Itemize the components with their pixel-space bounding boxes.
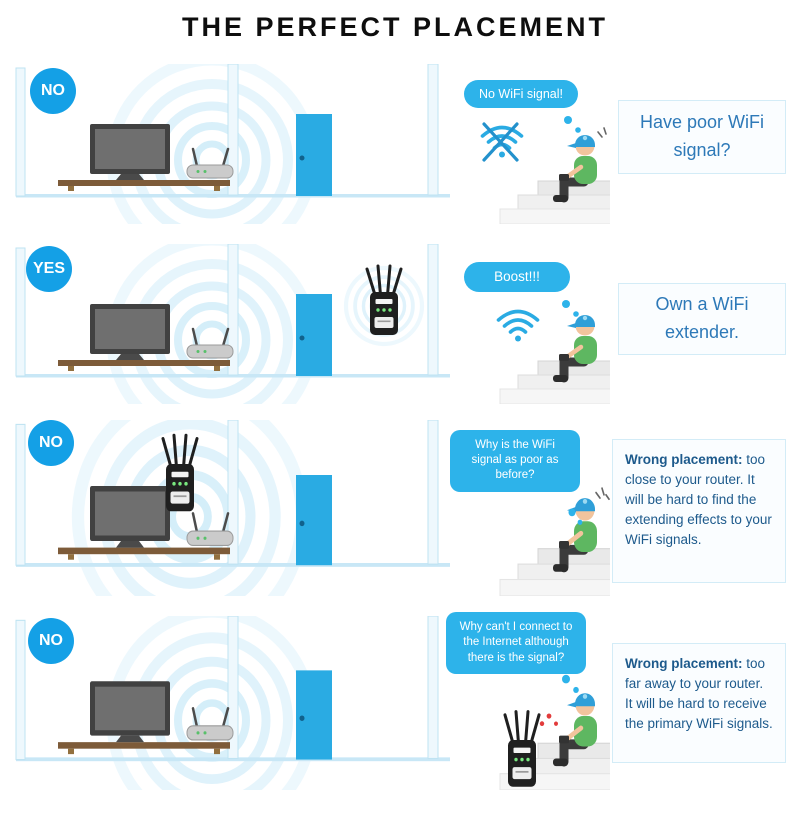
- annoyance-marks: [595, 487, 610, 501]
- speech-dots: [562, 300, 579, 317]
- badge-no: NO: [28, 618, 74, 664]
- note-lead: Wrong placement:: [625, 452, 743, 467]
- speech-bubble: Why can't I connect to the Internet alth…: [446, 612, 586, 674]
- note-box: Wrong placement: too close to your route…: [612, 439, 786, 583]
- row-2-own-extender: YES Boost!!! Own a WiFi extender.: [0, 236, 790, 404]
- note-text: too far away to your router. It will be …: [625, 656, 773, 731]
- note-box: Wrong placement: too far away to your ro…: [612, 643, 786, 763]
- speech-bubble: No WiFi signal!: [464, 80, 578, 108]
- speech-dots: [568, 508, 583, 525]
- row-3-too-close: NO Why is the WiFi signal as poor as bef…: [0, 412, 790, 596]
- wifi-extender-device: [503, 710, 541, 789]
- scene-extender-good: [14, 244, 610, 404]
- page-title: THE PERFECT PLACEMENT: [181, 12, 608, 42]
- scene-extender-too-close: [14, 420, 610, 596]
- scene-no-extender: [14, 64, 610, 224]
- annoyance-marks: [597, 127, 607, 138]
- wifi-icon: [496, 309, 540, 344]
- row-4-too-far: NO Why can't I connect to the Internet a…: [0, 600, 790, 790]
- badge-no: NO: [30, 68, 76, 114]
- note-box: Have poor WiFi signal?: [618, 100, 786, 174]
- note-text: too close to your router. It will be har…: [625, 452, 772, 547]
- note-lead: Wrong placement:: [625, 656, 743, 671]
- speech-dots: [564, 116, 581, 133]
- speech-bubble: Boost!!!: [464, 262, 570, 292]
- wifi-crossed-icon: [480, 122, 524, 162]
- row-1-poor-signal: NO No WiFi signal! Have poor WiFi signal…: [0, 58, 790, 224]
- no-reception-marks: [539, 713, 558, 727]
- badge-no: NO: [28, 420, 74, 466]
- speech-bubble: Why is the WiFi signal as poor as before…: [450, 430, 580, 492]
- badge-yes: YES: [26, 246, 72, 292]
- speech-dots: [562, 674, 579, 693]
- scene-extender-too-far: [14, 616, 610, 790]
- note-text: Own a WiFi extender.: [655, 294, 749, 342]
- note-text: Have poor WiFi signal?: [639, 112, 765, 160]
- note-box: Own a WiFi extender.: [618, 283, 786, 355]
